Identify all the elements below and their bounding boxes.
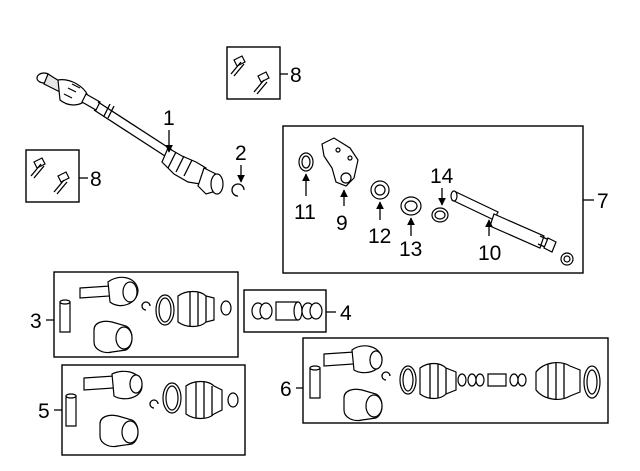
callout-7: 7: [597, 190, 609, 213]
boot-clamp-kit-box[interactable]: [243, 289, 327, 333]
callout-2: 2: [235, 142, 247, 165]
drive-shaft-assembly[interactable]: [36, 72, 224, 195]
bolt-box-top[interactable]: [226, 46, 281, 100]
intermediate-shaft-box[interactable]: [282, 125, 584, 274]
callout-3: 3: [30, 310, 42, 333]
callout-4: 4: [340, 302, 352, 325]
callout-12: 12: [368, 225, 391, 248]
callout-10: 10: [478, 242, 501, 265]
complete-boot-kit-box[interactable]: [302, 337, 609, 424]
callout-8-top: 8: [290, 64, 302, 87]
callout-8-left: 8: [90, 168, 102, 191]
callout-6: 6: [280, 378, 292, 401]
callout-11: 11: [294, 201, 316, 224]
callout-9: 9: [336, 212, 348, 235]
bolt-box-left[interactable]: [25, 149, 80, 203]
callout-1: 1: [163, 107, 175, 130]
circlip-part: [231, 183, 245, 197]
inner-joint-kit-box[interactable]: [61, 364, 246, 456]
callout-5: 5: [38, 400, 50, 423]
callout-13: 13: [399, 238, 422, 261]
callout-14: 14: [430, 165, 454, 188]
outer-joint-kit-box[interactable]: [53, 271, 239, 358]
